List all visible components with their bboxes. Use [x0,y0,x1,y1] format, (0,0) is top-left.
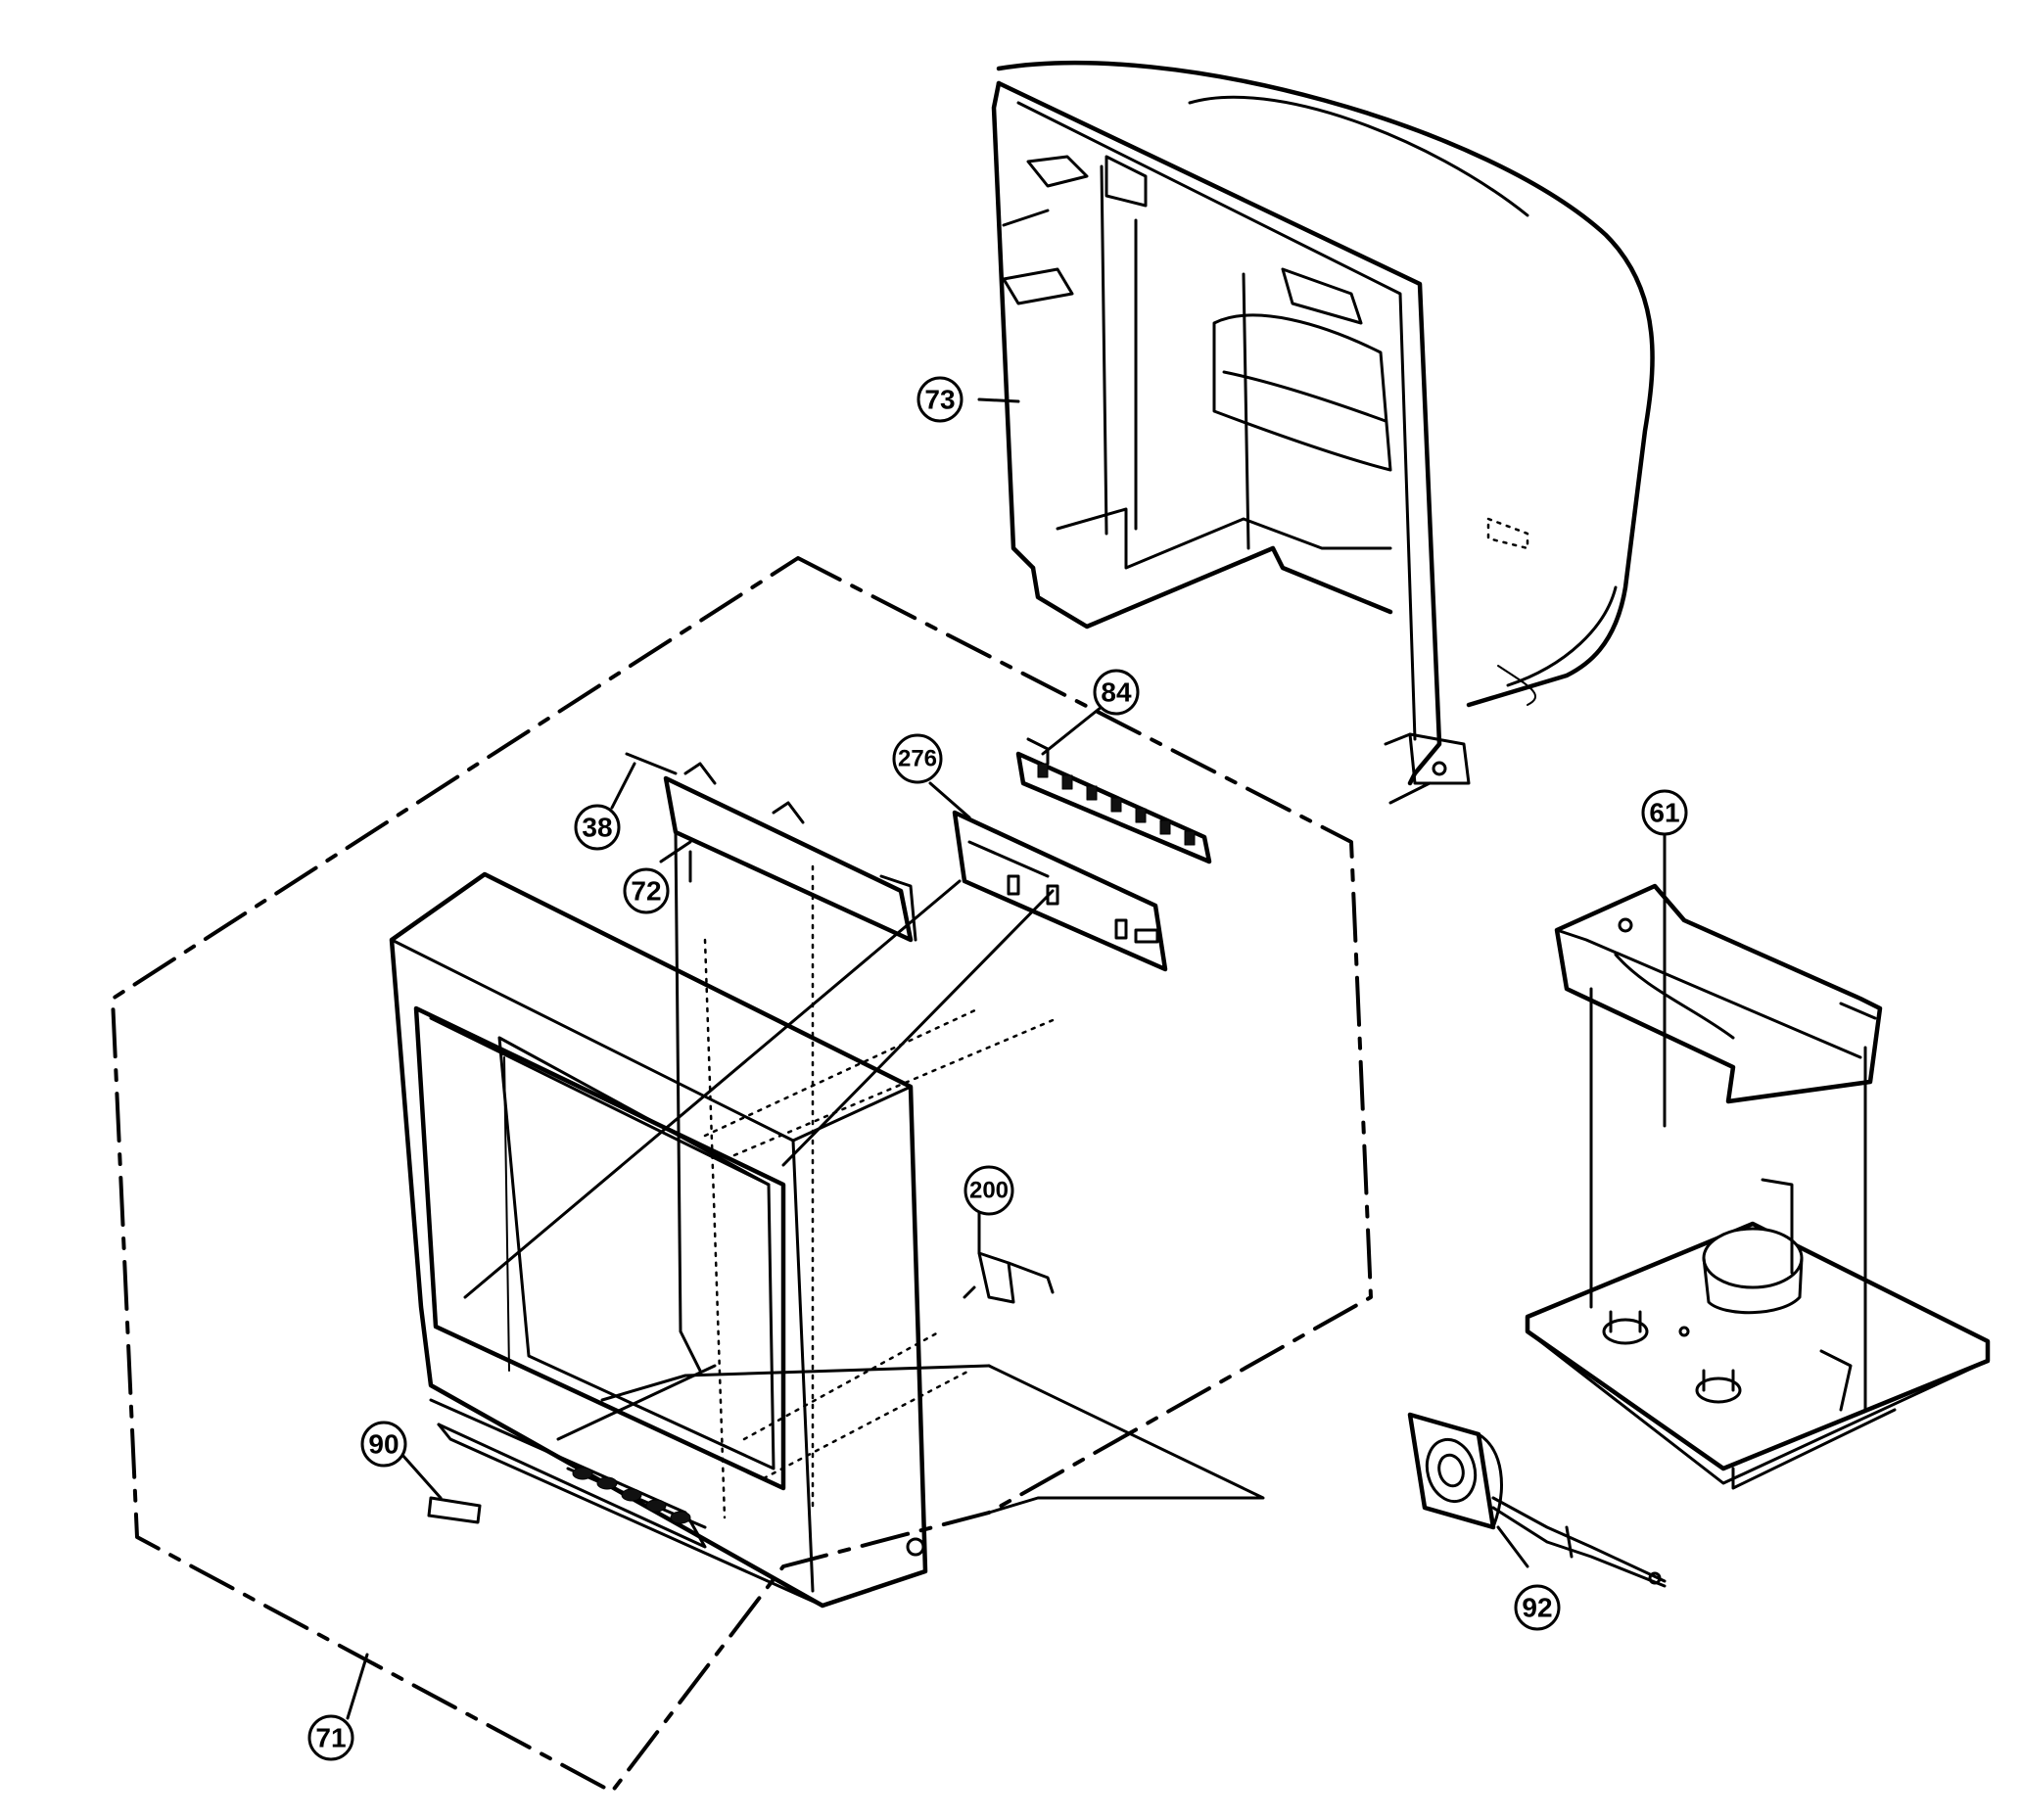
callout-200: 200 [964,1165,1014,1216]
chassis [1525,879,1991,1490]
svg-text:71: 71 [315,1723,346,1753]
svg-text:73: 73 [924,385,955,415]
button-strip [1015,737,1212,864]
callout-72: 72 [623,867,670,914]
front-cabinet [389,871,928,1609]
callout-61: 61 [1641,789,1688,836]
top-bracket [625,752,917,943]
projection-lines [703,864,1059,1519]
group-boundary [111,556,1373,1794]
callout-90: 90 [360,1421,407,1468]
svg-text:72: 72 [631,876,661,907]
pcb-bracket [952,810,1168,972]
svg-text:38: 38 [582,813,612,843]
svg-text:90: 90 [368,1429,399,1460]
callout-92: 92 [1514,1584,1561,1631]
callout-84: 84 [1093,669,1140,716]
svg-text:200: 200 [969,1178,1009,1204]
svg-text:61: 61 [1649,798,1679,828]
svg-text:276: 276 [898,746,937,772]
speaker [1407,1412,1667,1588]
clip-part [963,1251,1055,1304]
rear-cabinet [991,60,1655,805]
svg-text:92: 92 [1522,1593,1552,1623]
callout-71: 71 [307,1714,354,1761]
callout-38: 38 [574,804,621,851]
svg-text:84: 84 [1101,677,1132,708]
callout-276: 276 [892,733,943,784]
group-boundary-return [987,1364,1265,1515]
callout-73: 73 [916,376,964,423]
